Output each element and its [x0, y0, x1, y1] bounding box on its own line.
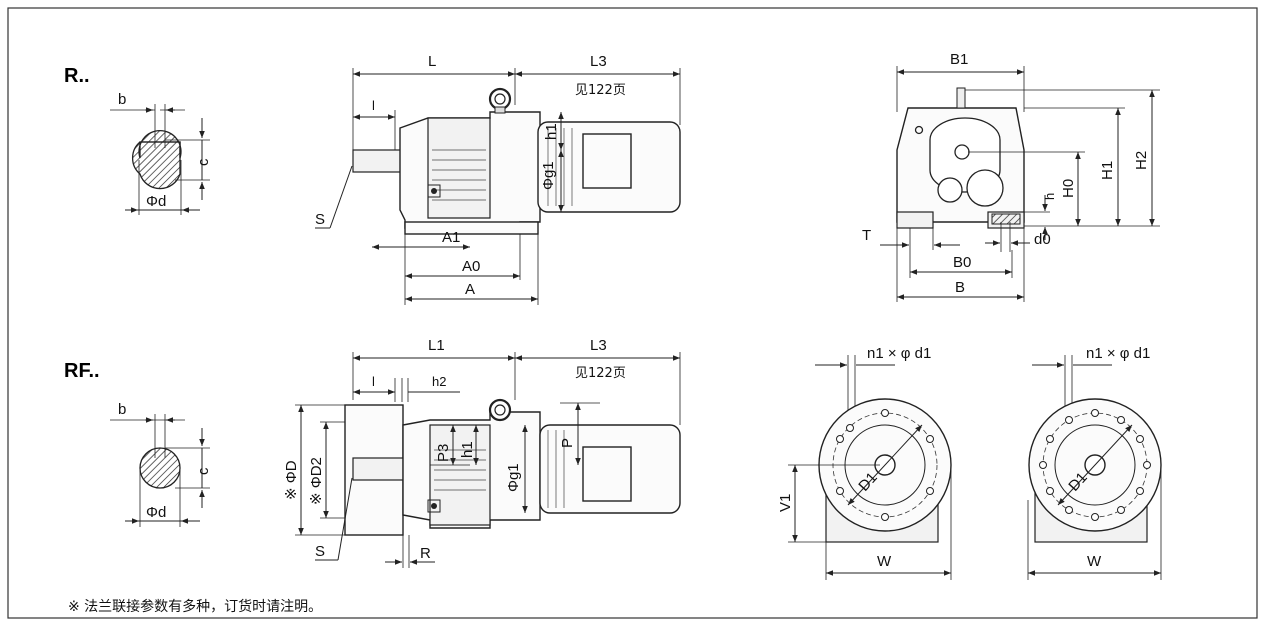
label-phi-g1-r: Φg1: [540, 161, 557, 190]
section-title-r: R..: [64, 65, 90, 87]
label-phi-g1-rf: Φg1: [505, 463, 522, 492]
label-L3-rf: L3: [590, 337, 607, 354]
label-c-rf: c: [195, 467, 212, 475]
label-L3-r: L3: [590, 53, 607, 70]
label-B: B: [955, 279, 965, 296]
label-l-rf: l: [372, 374, 375, 389]
label-c-r: c: [195, 158, 212, 166]
label-S-rf: S: [315, 543, 325, 560]
label-H0: H0: [1060, 179, 1077, 198]
footnote: ※ 法兰联接参数有多种，订货时请注明。: [68, 599, 323, 615]
label-V1: V1: [777, 494, 794, 512]
label-hole-pattern-2: n1 × φ d1: [1086, 345, 1150, 362]
label-H1: H1: [1099, 161, 1116, 180]
label-h-r: h: [1042, 193, 1057, 200]
gearmotor-side-view-rf: L1 L3 见122页 l h2: [283, 337, 681, 568]
shaft-section-rf: b c Φd: [110, 401, 212, 527]
label-d0: d0: [1034, 231, 1051, 248]
flange-face-view-2: n1 × φ d1 D1 W: [1027, 345, 1162, 580]
page-ref-rf: 见122页: [575, 366, 626, 381]
label-h1-rf: h1: [459, 441, 476, 458]
shaft-section-r: b c Φd: [110, 91, 212, 215]
label-l-r: l: [372, 98, 375, 113]
gearmotor-side-view-r: L L3 见122页 l h: [315, 53, 681, 305]
label-H2: H2: [1133, 151, 1150, 170]
label-h2: h2: [432, 374, 446, 389]
label-L: L: [428, 53, 436, 70]
label-B1: B1: [950, 51, 968, 68]
label-b-rf: b: [118, 401, 126, 418]
label-W-1: W: [877, 553, 892, 570]
label-phi-d-rf: Φd: [146, 504, 166, 521]
label-A: A: [465, 281, 475, 298]
label-h1-r: h1: [543, 123, 560, 140]
label-A0: A0: [462, 258, 480, 275]
gearmotor-end-view-r: B1 H0 H1 H2 h d0: [862, 51, 1160, 302]
label-B0: B0: [953, 254, 971, 271]
label-S-r: S: [315, 211, 325, 228]
label-phi-d-r: Φd: [146, 193, 166, 210]
label-phi-D2: ※ ΦD2: [308, 457, 325, 505]
label-P3: P3: [435, 444, 452, 462]
label-b-r: b: [118, 91, 126, 108]
page-ref-r: 见122页: [575, 83, 626, 98]
sheet-border: [7, 7, 1258, 619]
label-A1: A1: [442, 229, 460, 246]
label-phi-D: ※ ΦD: [283, 460, 300, 500]
label-L1: L1: [428, 337, 445, 354]
label-hole-pattern-1: n1 × φ d1: [867, 345, 931, 362]
flange-face-view-1: n1 × φ d1 D1 V1 W: [777, 345, 952, 580]
section-title-rf: RF..: [64, 360, 100, 382]
label-W-2: W: [1087, 553, 1102, 570]
label-T: T: [862, 227, 871, 244]
label-P: P: [559, 438, 576, 448]
label-R: R: [420, 545, 431, 562]
